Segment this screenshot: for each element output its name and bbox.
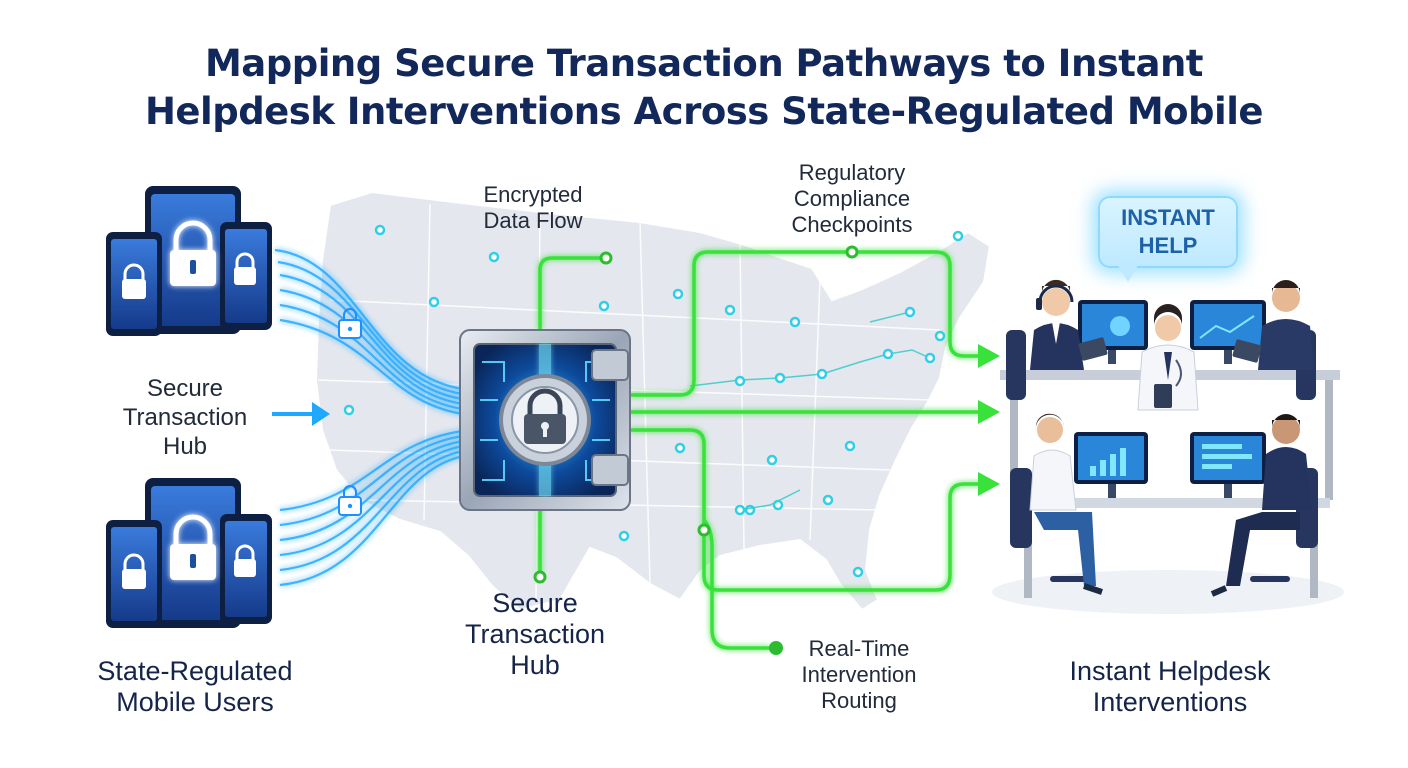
phone-group-bottom xyxy=(106,478,272,628)
label-routing: Real-Time Intervention Routing xyxy=(774,636,944,714)
label-encrypted-flow: Encrypted Data Flow xyxy=(448,182,618,234)
page-title: Mapping Secure Transaction Pathways to I… xyxy=(0,40,1408,136)
label-line: Real-Time xyxy=(808,636,910,661)
label-line: Regulatory xyxy=(798,160,906,185)
monitor-icon xyxy=(1190,432,1266,498)
label-line: Encrypted xyxy=(483,182,583,207)
padlock-icon xyxy=(338,485,362,516)
label-line: Hub xyxy=(510,650,560,680)
headset-icon xyxy=(1036,284,1074,310)
agent-top-right xyxy=(1232,280,1314,370)
label-line: Routing xyxy=(821,688,897,713)
label-helpdesk: Instant Helpdesk Interventions xyxy=(1030,656,1310,718)
label-left-hub: Secure Transaction Hub xyxy=(100,374,270,461)
label-line: Interventions xyxy=(1092,687,1248,717)
label-line: Secure xyxy=(492,588,578,618)
label-regulatory: Regulatory Compliance Checkpoints xyxy=(762,160,942,238)
agent-middle xyxy=(1137,304,1199,411)
us-map xyxy=(314,190,992,612)
bubble-tail xyxy=(1116,262,1140,282)
agent-top-left xyxy=(1030,279,1108,370)
vault-icon xyxy=(459,329,631,511)
label-line: Mobile Users xyxy=(116,687,274,717)
label-center-hub: Secure Transaction Hub xyxy=(440,588,630,681)
helpdesk-team xyxy=(992,279,1344,614)
padlock-icon xyxy=(338,308,362,339)
bubble-line: INSTANT xyxy=(1121,205,1215,230)
phone-group-top xyxy=(106,186,272,336)
label-line: Checkpoints xyxy=(791,212,913,237)
agent-bottom-left xyxy=(1029,413,1103,595)
bubble-line: HELP xyxy=(1138,233,1198,258)
agent-bottom-right xyxy=(1210,414,1312,597)
title-line-1: Mapping Secure Transaction Pathways to I… xyxy=(204,42,1204,85)
monitor-icon xyxy=(1190,300,1266,364)
label-line: Transaction xyxy=(464,619,606,649)
title-line-2: Helpdesk Interventions Across State-Regu… xyxy=(144,90,1264,133)
label-line: Secure xyxy=(146,375,224,402)
instant-help-bubble: INSTANT HELP xyxy=(1098,196,1238,268)
map-nodes xyxy=(343,224,964,578)
label-line: Intervention xyxy=(801,662,917,687)
label-line: State-Regulated xyxy=(97,656,293,686)
label-line: Instant Helpdesk xyxy=(1069,656,1271,686)
label-line: Data Flow xyxy=(483,208,583,233)
arrow-right-icon xyxy=(978,344,1000,496)
encrypted-flow-lines xyxy=(274,248,471,587)
arrow-right-icon xyxy=(272,402,330,426)
label-mobile-users: State-Regulated Mobile Users xyxy=(60,656,330,718)
monitor-icon xyxy=(1074,432,1148,498)
label-line: Compliance xyxy=(793,186,911,211)
label-line: Transaction xyxy=(122,404,248,431)
label-line: Hub xyxy=(162,433,208,460)
monitor-icon xyxy=(1078,300,1148,364)
